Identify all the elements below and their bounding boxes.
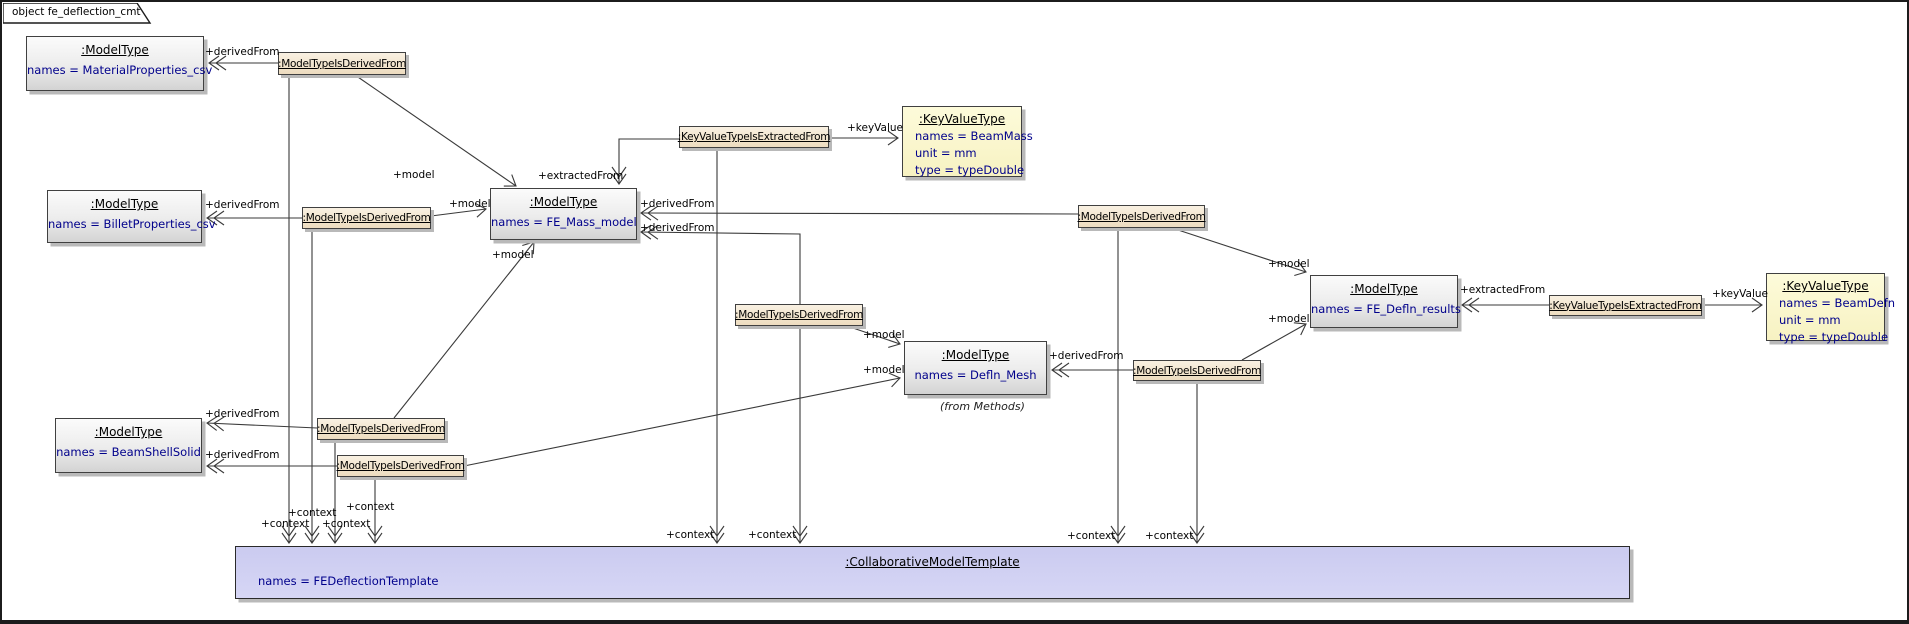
edge-label-derivedfrom: +derivedFrom xyxy=(640,198,715,210)
edge-label-derivedfrom: +derivedFrom xyxy=(205,449,280,461)
link-title: :ModelTypeIsDerivedFrom xyxy=(336,460,465,472)
edge-label-model: +model xyxy=(863,364,905,376)
node-fe-defln-results[interactable]: :ModelType names = FE_Defln_results xyxy=(1310,275,1461,328)
node-title: :KeyValueType xyxy=(918,112,1006,126)
node-title: :ModelType xyxy=(529,195,598,209)
edge-label-model: +model xyxy=(863,329,905,341)
edge-label-context: +context xyxy=(1067,530,1116,542)
edge-model-femass-left[interactable] xyxy=(430,202,487,218)
link-title: :ModelTypeIsDerivedFrom xyxy=(302,212,431,224)
edge-label-model: +model xyxy=(1268,258,1310,270)
edge-label-extractedfrom: +extractedFrom xyxy=(1460,284,1546,296)
link-modeltypeisderivedfrom-3[interactable]: :ModelTypeIsDerivedFrom xyxy=(735,304,863,326)
link-modeltypeisderivedfrom-7[interactable]: :ModelTypeIsDerivedFrom xyxy=(336,455,465,477)
node-beamshellsolid[interactable]: :ModelType names = BeamShellSolid xyxy=(55,418,202,473)
node-attr-names: names = BeamShellSolid xyxy=(56,445,201,459)
node-title: :ModelType xyxy=(81,43,149,57)
link-modeltypeisderivedfrom-5[interactable]: :ModelTypeIsDerivedFrom xyxy=(1077,205,1206,228)
edge-label-derivedfrom: +derivedFrom xyxy=(640,222,715,234)
link-modeltypeisderivedfrom-4[interactable]: :ModelTypeIsDerivedFrom xyxy=(1133,360,1261,381)
link-modeltypeisderivedfrom-2[interactable]: :ModelTypeIsDerivedFrom xyxy=(302,207,431,229)
node-title: :ModelType xyxy=(941,348,1010,362)
node-title: :CollaborativeModelTemplate xyxy=(845,555,1020,569)
edge-extractedfrom-femass[interactable] xyxy=(611,138,679,185)
edge-model-deflnmesh-left[interactable] xyxy=(463,372,901,467)
edge-label-keyvalue: +keyValue xyxy=(847,122,904,134)
edge-label-context: +context xyxy=(666,529,715,541)
node-attr-unit: unit = mm xyxy=(1779,313,1841,327)
node-defln-mesh-caption: (from Methods) xyxy=(940,400,1025,413)
link-keyvaluetypeisextractedfrom-2[interactable]: :KeyValueTypeIsExtractedFrom xyxy=(1549,295,1702,316)
node-attr-names: names = FE_Mass_model xyxy=(491,215,637,229)
frame-tab-title: object fe_deflection_cmt xyxy=(12,6,141,18)
node-materialproperties-csv[interactable]: :ModelType names = MaterialProperties_cs… xyxy=(26,36,213,91)
link-keyvaluetypeisextractedfrom-1[interactable]: :KeyValueTypeIsExtractedFrom xyxy=(677,126,831,148)
node-beamdefn[interactable]: :KeyValueType names = BeamDefn unit = mm… xyxy=(1766,273,1896,344)
node-collaborativemodeltemplate[interactable]: :CollaborativeModelTemplate names = FEDe… xyxy=(235,546,1630,599)
edge-label-model: +model xyxy=(492,249,534,261)
edge-model-femass-top[interactable] xyxy=(354,74,517,187)
link-title: :KeyValueTypeIsExtractedFrom xyxy=(677,131,831,143)
node-beammass[interactable]: :KeyValueType names = BeamMass unit = mm… xyxy=(902,106,1033,177)
edge-label-derivedfrom: +derivedFrom xyxy=(205,199,280,211)
node-title: :ModelType xyxy=(94,425,163,439)
node-title: :ModelType xyxy=(1350,282,1418,296)
edge-model-deflnmesh-top[interactable] xyxy=(846,325,901,348)
link-title: :ModelTypeIsDerivedFrom xyxy=(1133,364,1261,377)
node-attr-type: type = typeDouble xyxy=(915,163,1025,177)
edge-label-context: +context xyxy=(288,507,337,519)
node-attr-names: names = MaterialProperties_csv xyxy=(27,63,213,77)
edge-label-context: +context xyxy=(261,518,310,530)
edge-label-derivedfrom: +derivedFrom xyxy=(205,46,280,58)
link-title: :ModelTypeIsDerivedFrom xyxy=(735,309,863,321)
node-attr-names: names = BeamMass xyxy=(915,129,1033,143)
link-title: :KeyValueTypeIsExtractedFrom xyxy=(1549,299,1702,312)
node-attr-type: type = typeDouble xyxy=(1779,330,1889,344)
edge-derivedfrom-beamshellsolid-upper[interactable] xyxy=(206,415,318,432)
edge-derivedfrom-femass-upper[interactable] xyxy=(640,205,1079,221)
node-fe-mass-model[interactable]: :ModelType names = FE_Mass_model xyxy=(490,188,637,240)
node-defln-mesh[interactable]: :ModelType names = Defln_Mesh xyxy=(904,341,1047,395)
edge-label-extractedfrom: +extractedFrom xyxy=(538,170,624,182)
edge-label-context: +context xyxy=(322,518,371,530)
frame-tab xyxy=(3,3,152,24)
link-title: :ModelTypeIsDerivedFrom xyxy=(1077,210,1206,223)
edge-label-model: +model xyxy=(449,198,491,210)
edge-model-fedefln-lower[interactable] xyxy=(1241,322,1307,361)
edge-label-model: +model xyxy=(1268,313,1310,325)
edge-label-keyvalue: +keyValue xyxy=(1712,288,1769,300)
edge-label-context: +context xyxy=(1145,530,1194,542)
node-attr-names: names = Defln_Mesh xyxy=(914,368,1037,382)
node-attr-unit: unit = mm xyxy=(915,146,977,160)
node-attr-names: names = FE_Defln_results xyxy=(1311,302,1461,316)
edge-label-context: +context xyxy=(748,529,797,541)
edge-model-fedefln-top[interactable] xyxy=(1171,227,1307,277)
link-modeltypeisderivedfrom-6[interactable]: :ModelTypeIsDerivedFrom xyxy=(317,418,445,440)
edge-label-derivedfrom: +derivedFrom xyxy=(1049,350,1124,362)
node-billetproperties-csv[interactable]: :ModelType names = BilletProperties_csv xyxy=(47,190,216,243)
node-attr-names: names = FEDeflectionTemplate xyxy=(258,574,439,588)
edge-label-derivedfrom: +derivedFrom xyxy=(205,408,280,420)
edge-model-femass-bottom[interactable] xyxy=(393,241,535,419)
node-title: :KeyValueType xyxy=(1782,279,1869,293)
link-title: :ModelTypeIsDerivedFrom xyxy=(317,423,445,435)
node-attr-names: names = BilletProperties_csv xyxy=(48,217,216,231)
node-title: :ModelType xyxy=(90,197,159,211)
link-modeltypeisderivedfrom-1[interactable]: :ModelTypeIsDerivedFrom xyxy=(278,52,406,75)
node-attr-names: names = BeamDefn xyxy=(1779,296,1896,310)
edge-derivedfrom-femass-lower[interactable] xyxy=(640,224,801,305)
edge-label-context: +context xyxy=(346,501,395,513)
edge-label-model: +model xyxy=(393,169,435,181)
link-title: :ModelTypeIsDerivedFrom xyxy=(278,57,406,70)
